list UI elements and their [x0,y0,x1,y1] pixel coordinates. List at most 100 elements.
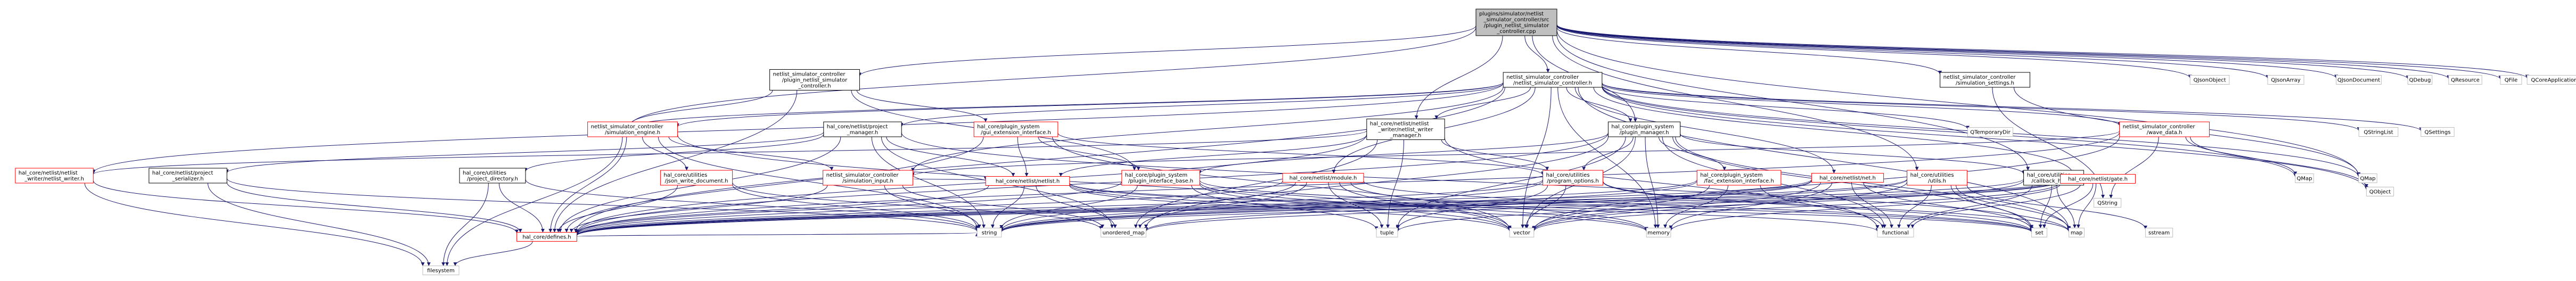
node-box [2295,173,2314,183]
node-label-line: /simulation_settings.h [1956,80,2014,86]
node-qmap2[interactable]: QMap [2358,173,2377,183]
node-plugin-interface-base-h[interactable]: hal_core/plugin_system/plugin_interface_… [1121,170,1200,186]
node-label-line: /fac_extension_interface.h [1704,178,1774,184]
node-netlist-h[interactable]: hal_core/netlist/netlist.h [985,176,1070,186]
node-qsettings[interactable]: QSettings [2421,127,2455,137]
edge-netlist-writer-manager-h-to-functional [1444,137,1880,229]
node-label-line: QJsonDocument [2337,78,2380,84]
edge-root-to-qmap2 [1556,29,2361,177]
node-qjsonobject[interactable]: QJsonObject [2189,75,2230,85]
node-box [977,228,1002,237]
node-unordered-map[interactable]: unordered_map [1101,228,1146,237]
edge-utils-h-to-functional [1897,185,1932,228]
node-json-write-document-h[interactable]: hal_core/utilities/json_write_document.h [660,170,733,186]
node-program-options-h[interactable]: hal_core/utilities/program_options.h [1543,170,1603,186]
node-qtemporarydir[interactable]: QTemporaryDir [1967,127,2013,137]
edge-gate-h-to-functional [1910,183,2081,228]
node-qcoreapplication[interactable]: QCoreApplication [2526,75,2576,85]
edge-fac-ext-h-to-defines-h [575,179,1697,236]
node-label-line: hal_core/netlist/project [152,170,214,176]
node-label-line: QJsonArray [2271,78,2301,84]
node-project-manager-h[interactable]: hal_core/netlist/project_manager.h [823,121,902,137]
node-label-line: netlist_simulator_controller [773,72,846,78]
node-label-line: hal_core/utilities [663,172,707,178]
node-qresource[interactable]: QResource [2448,75,2482,85]
edge-controller-h-to-netlist-writer-h [91,82,1504,173]
node-project-serializer-h[interactable]: hal_core/netlist/project_serializer.h [149,168,227,184]
node-qmap1[interactable]: QMap [2295,173,2314,183]
node-box [823,170,913,186]
node-box [2366,187,2394,196]
node-module-h[interactable]: hal_core/netlist/module.h [1282,173,1364,183]
node-qstring[interactable]: QString [2093,198,2122,208]
node-qobject[interactable]: QObject [2366,187,2394,196]
node-defines-h[interactable]: hal_core/defines.h [516,232,577,242]
node-simulation-input-h[interactable]: netlist_simulator_controller/simulation_… [823,170,913,186]
node-label-line: QTemporaryDir [1970,130,2011,136]
node-tuple[interactable]: tuple [1376,228,1398,237]
edge-project-serializer-h-to-filesystem [207,183,431,266]
node-box [2336,75,2382,85]
edge-controller-h-to-qsettings [1602,82,2423,131]
node-box [149,168,227,184]
node-box [2189,75,2230,85]
node-filesystem[interactable]: filesystem [422,266,460,275]
edge-controller-h-to-qstringlist [1602,82,2361,131]
edge-controller-h-to-sim-engine-h [676,82,1504,127]
node-sim-engine-h[interactable]: netlist_simulator_controller/simulation_… [587,121,678,137]
node-settings-h[interactable]: netlist_simulator_controller/simulation_… [1940,72,2030,88]
node-box [973,121,1059,137]
node-controller-h[interactable]: netlist_simulator_controller/netlist_sim… [1503,72,1603,88]
node-gate-h[interactable]: hal_core/netlist/gate.h [2060,174,2136,184]
edge-plugin-interface-base-h-to-set [1199,180,2033,233]
node-project-directory-h[interactable]: hal_core/utilities/project_directory.h [459,168,526,184]
edge-project-serializer-h-to-defines-h [226,182,522,233]
node-netlist-writer-manager-h[interactable]: hal_core/netlist/netlist_writer/netlist_… [1366,119,1445,140]
node-functional[interactable]: functional [1877,228,1914,237]
node-sstream[interactable]: sstream [2145,228,2173,237]
edge-project-directory-h-to-string [525,179,979,232]
node-label-line: string [982,230,997,236]
edge-program-options-h-to-string [999,180,1544,232]
node-plugin-h[interactable]: netlist_simulator_controller/plugin_netl… [769,69,860,90]
node-memory[interactable]: memory [1646,228,1671,237]
node-utils-h[interactable]: hal_core/utilities/utils.h [1907,170,1967,186]
node-box [1543,170,1603,186]
node-label-line: plugins/simulator/netlist [1479,11,1544,17]
node-box [2448,75,2482,85]
node-label-line: _controller.h [798,84,831,89]
node-gui-ext-h[interactable]: hal_core/plugin_system/gui_extension_int… [973,121,1059,137]
node-root[interactable]: plugins/simulator/netlist_simulator_cont… [1475,9,1557,36]
edge-project-manager-h-to-map [901,133,2071,233]
node-string[interactable]: string [977,228,1002,237]
node-fac-ext-h[interactable]: hal_core/plugin_system/fac_extension_int… [1696,170,1782,186]
edge-net-h-to-functional [1851,182,1894,228]
node-qdebug[interactable]: QDebug [2407,75,2433,85]
edge-program-options-h-to-defines-h [575,179,1544,236]
node-qjsonarray[interactable]: QJsonArray [2267,75,2304,85]
node-qfile[interactable]: QFile [2500,75,2522,85]
edge-net-h-to-memory [1669,182,1833,229]
edge-project-manager-h-to-project-serializer-h [225,131,824,173]
edge-controller-h-to-net-h [1574,87,1836,173]
node-wave-data-h[interactable]: netlist_simulator_controller/wave_data.h [2119,121,2210,137]
node-netlist-writer-h[interactable]: hal_core/netlist/netlist_writer/netlist_… [15,168,94,184]
edge-json-write-document-h-to-defines-h [556,185,678,233]
node-qjsondocument[interactable]: QJsonDocument [2336,75,2382,85]
node-set[interactable]: set [2031,228,2047,237]
node-net-h[interactable]: hal_core/netlist/net.h [1811,173,1884,183]
edge-controller-h-to-project-manager-h [899,83,1504,127]
node-map[interactable]: map [2069,228,2085,237]
edge-simulation-input-h-to-string [884,185,981,228]
node-label-line: netlist_simulator_controller [826,172,899,178]
node-label-line: hal_core/utilities [1546,172,1590,178]
edge-controller-h-to-wave-data-h [1602,84,2121,126]
edge-sim-engine-h-to-filesystem [445,136,623,266]
node-vector[interactable]: vector [1509,228,1535,237]
node-box [1877,228,1914,237]
edge-gate-h-to-defines-h [575,180,2061,236]
dependency-nodes: plugins/simulator/netlist_simulator_cont… [15,9,2576,275]
node-plugin-manager-h[interactable]: hal_core/plugin_system/plugin_manager.h [1607,121,1681,137]
node-label-line: netlist_simulator_controller [1943,75,2016,80]
node-qstringlist[interactable]: QStringList [2358,127,2399,137]
